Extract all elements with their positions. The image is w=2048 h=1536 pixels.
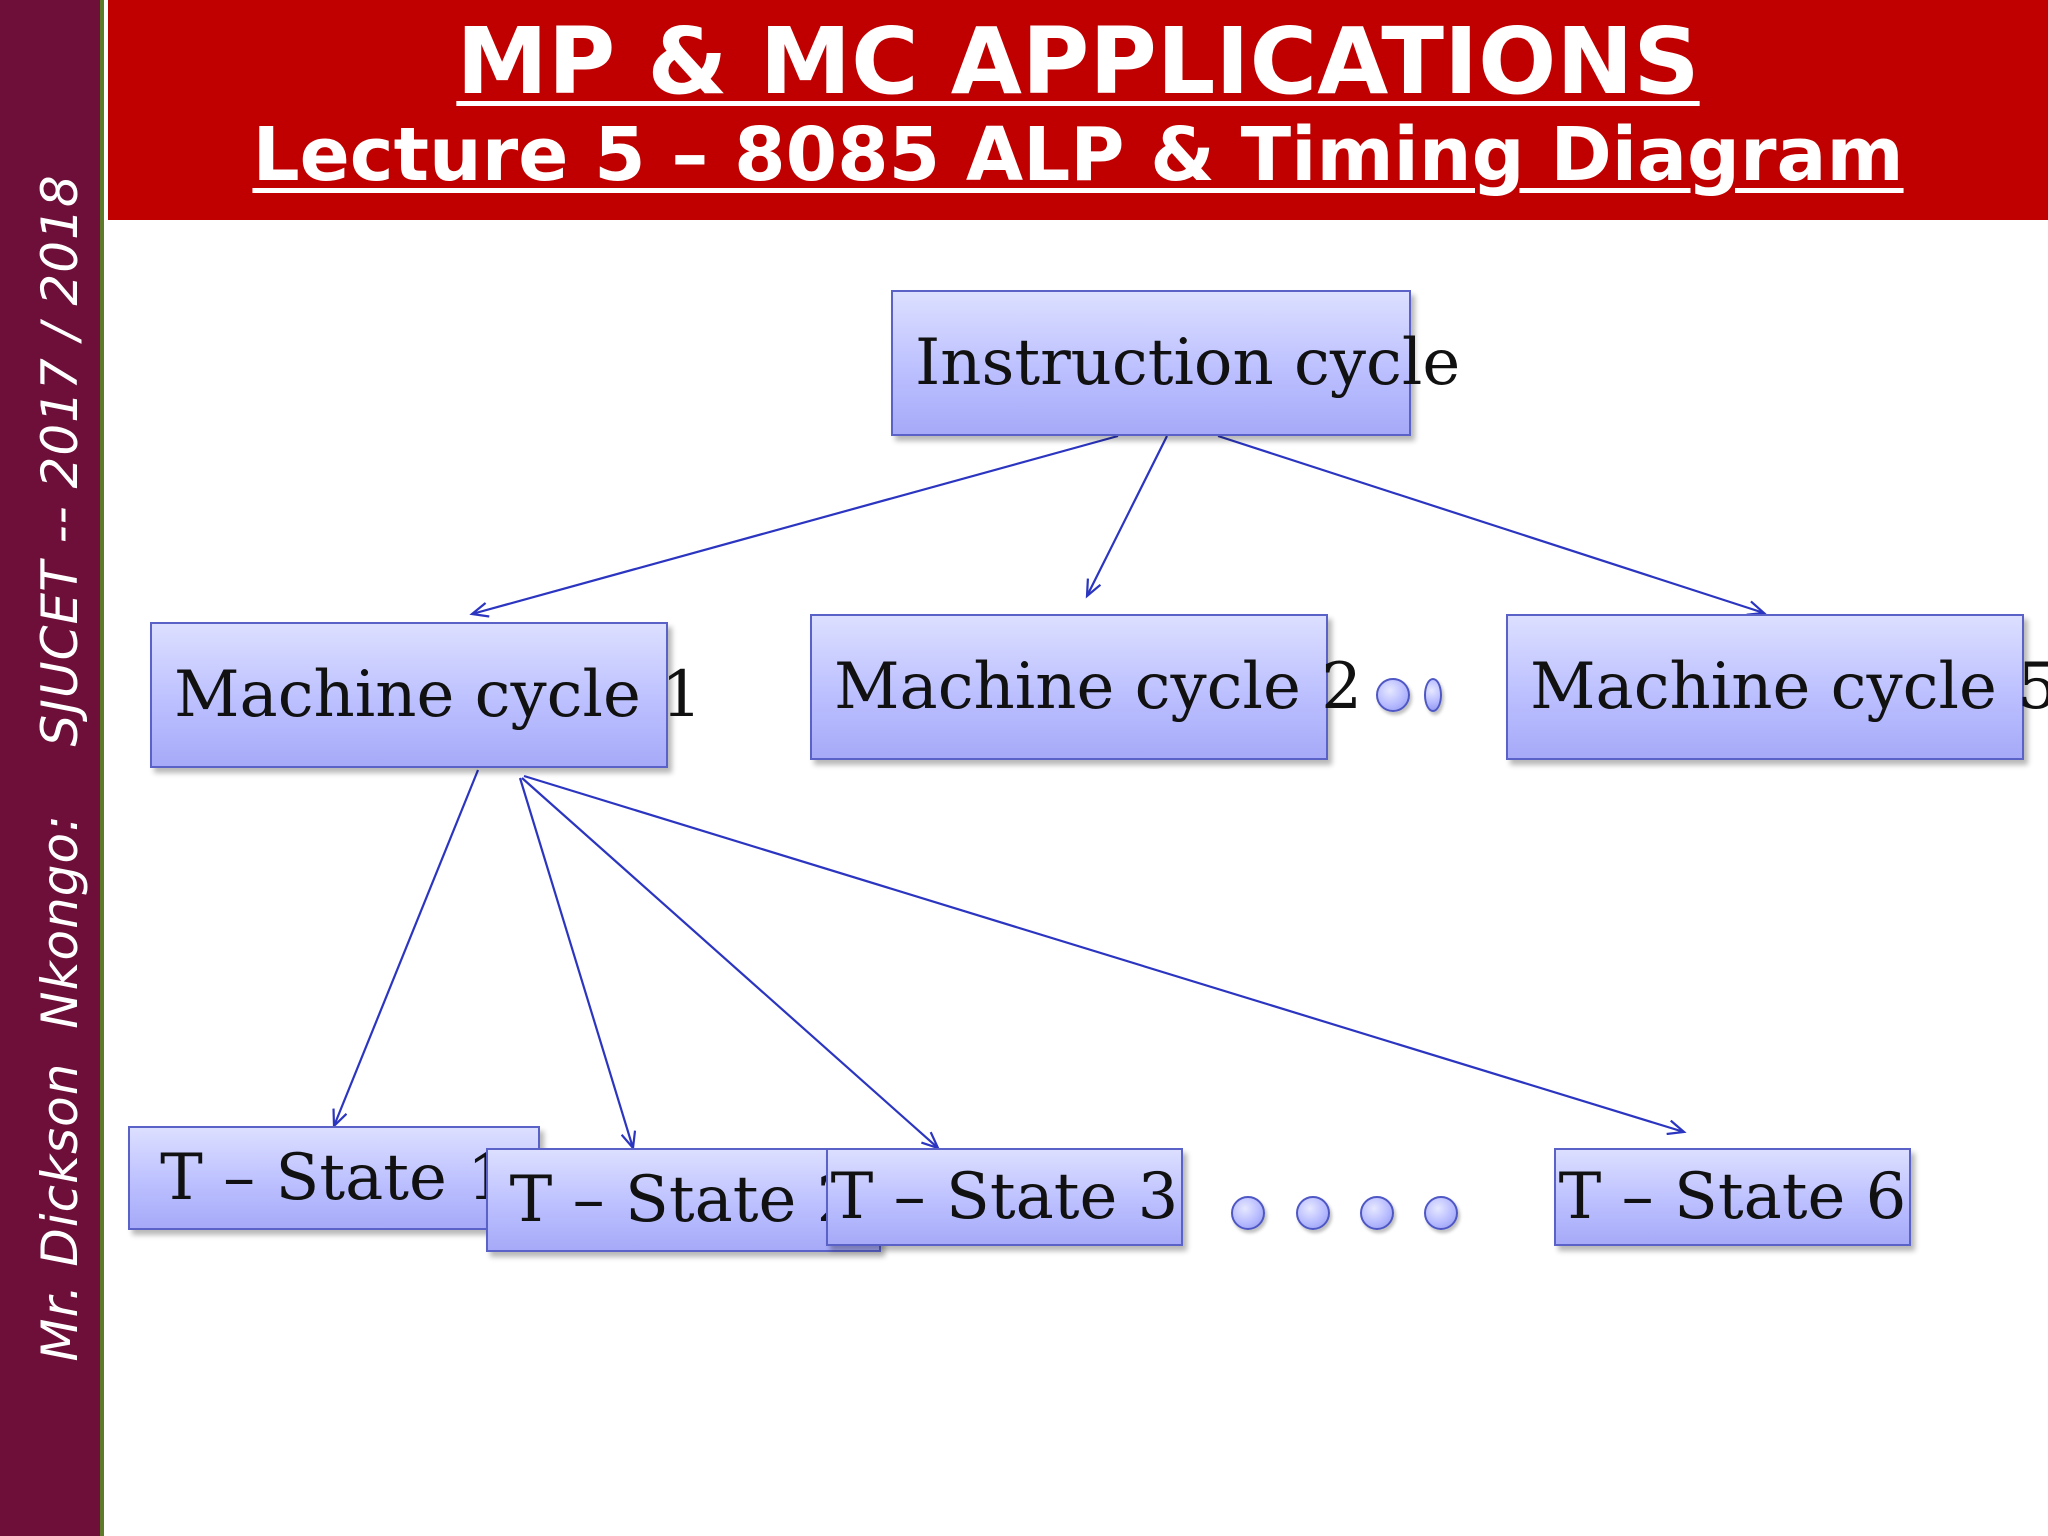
machine-cycle-1-box: Machine cycle 1 — [150, 622, 702, 768]
t-state-1-box: T – State 1 — [128, 1126, 540, 1230]
machine-cycle-5-box: Machine cycle 5 — [1506, 614, 2048, 760]
arrow-mc1-to-t6 — [523, 774, 1687, 1136]
ellipsis-dot-mc-2 — [1424, 678, 1442, 712]
arrow-ic-to-mc5 — [1217, 434, 1767, 616]
t-state-3-label: T – State 3 — [830, 1160, 1179, 1234]
t-state-2-label: T – State 2 — [509, 1163, 858, 1237]
ellipsis-dot-t-1 — [1231, 1196, 1265, 1230]
sidebar: Mr. Dickson Nkongo: SJUCET -- 2017 / 201… — [0, 0, 104, 1536]
header-banner: MP & MC APPLICATIONS Lecture 5 – 8085 AL… — [108, 0, 2048, 220]
ellipsis-dot-mc-1 — [1376, 678, 1410, 712]
ellipsis-dot-t-3 — [1360, 1196, 1394, 1230]
arrow-ic-to-mc1 — [469, 434, 1119, 618]
slide-subtitle: Lecture 5 – 8085 ALP & Timing Diagram — [252, 112, 1904, 198]
machine-cycle-2-label: Machine cycle 2 — [834, 650, 1362, 724]
machine-cycle-5-label: Machine cycle 5 — [1530, 650, 2048, 724]
arrow-ic-to-mc2 — [1085, 435, 1168, 599]
t-state-6-box: T – State 6 — [1554, 1148, 1911, 1246]
t-state-1-label: T – State 1 — [160, 1141, 508, 1215]
slide-title: MP & MC APPLICATIONS — [456, 8, 1700, 115]
machine-cycle-2-box: Machine cycle 2 — [810, 614, 1362, 760]
arrow-mc1-to-t3 — [521, 777, 941, 1150]
instruction-cycle-label: Instruction cycle — [915, 326, 1461, 400]
ellipsis-dot-t-4 — [1424, 1196, 1458, 1230]
t-state-6-label: T – State 6 — [1558, 1160, 1907, 1234]
t-state-2-box: T – State 2 — [486, 1148, 881, 1252]
machine-cycle-1-label: Machine cycle 1 — [174, 658, 702, 732]
instruction-cycle-box: Instruction cycle — [891, 290, 1460, 436]
arrow-mc1-to-t2 — [518, 777, 637, 1151]
arrow-mc1-to-t1 — [332, 769, 480, 1129]
t-state-3-box: T – State 3 — [826, 1148, 1183, 1246]
ellipsis-dot-t-2 — [1296, 1196, 1330, 1230]
